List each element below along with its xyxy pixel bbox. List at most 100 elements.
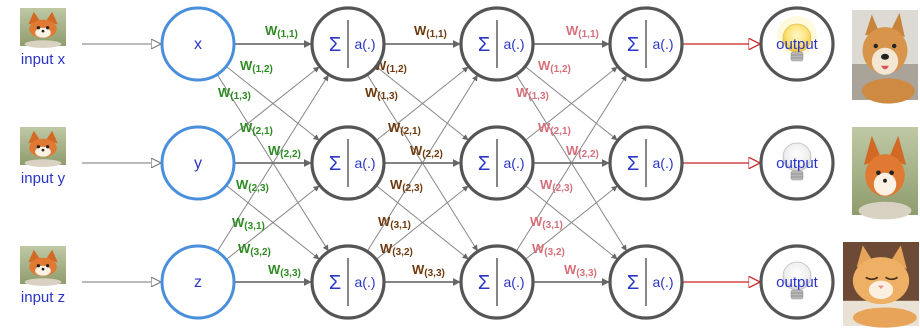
photo-icon [852, 127, 918, 220]
edge-input-to-hidden1 [225, 185, 320, 261]
fox-nose [883, 178, 887, 183]
input-label: input z [21, 289, 65, 306]
sum-icon: Σ [329, 272, 341, 294]
fox-eye [876, 170, 881, 176]
weight-label: W(3,1) [232, 215, 265, 232]
bulb-base [790, 289, 804, 300]
weight-label: W(3,3) [268, 262, 301, 279]
fox-body [24, 278, 62, 286]
output-label: output [776, 274, 819, 291]
fox-muzzle [873, 172, 897, 196]
fox-nose [41, 267, 45, 271]
weight-label: W(3,3) [564, 262, 597, 279]
sum-icon: Σ [627, 34, 639, 56]
photo-icon [852, 10, 918, 104]
activation-label: a(.) [355, 36, 376, 52]
input-node-circle [160, 6, 236, 82]
input-label: input y [21, 170, 66, 187]
weight-label: W(3,1) [378, 214, 411, 231]
light-bulb-icon [777, 16, 817, 62]
weight-label: W(3,3) [412, 262, 445, 279]
fox-eye [45, 145, 50, 149]
sum-icon: Σ [329, 34, 341, 56]
fox-eye [889, 170, 894, 176]
activation-label: a(.) [653, 36, 674, 52]
output-label: output [776, 155, 819, 172]
activation-label: a(.) [653, 155, 674, 171]
cat-eye-closed [885, 276, 899, 281]
sum-icon: Σ [478, 34, 490, 56]
input-label: input x [21, 51, 66, 68]
weight-label: W(2,1) [388, 120, 421, 137]
edge-hidden1-to-hidden2 [366, 74, 478, 252]
output-node: output [759, 125, 835, 201]
activation-label: a(.) [355, 155, 376, 171]
weight-label: W(2,3) [390, 177, 423, 194]
weight-label: W(2,3) [540, 177, 573, 194]
weight-label: W(2,1) [538, 120, 571, 137]
edge-hidden1-to-hidden2 [375, 185, 469, 260]
input-photo [20, 246, 66, 286]
weight-label: W(1,3) [218, 85, 251, 102]
sum-icon: Σ [627, 272, 639, 294]
input-node: x [160, 6, 236, 82]
fox-body [24, 40, 62, 48]
weight-label: W(1,1) [566, 23, 599, 40]
weight-label: W(1,2) [538, 58, 571, 75]
weight-label: W(2,1) [240, 120, 273, 137]
weight-label: W(1,2) [240, 58, 273, 75]
edge-hidden2-to-hidden3 [524, 66, 618, 141]
dog-nose [881, 53, 889, 60]
edge-hidden2-to-hidden3 [515, 74, 627, 252]
weight-label: W(3,2) [238, 241, 271, 258]
fox-muzzle [35, 146, 51, 157]
fox-eye [36, 26, 41, 30]
input-photo [20, 127, 66, 167]
weight-labels: W(1,1) W(1,2) W(1,3) W(2,1) W(2,2) W(2,3) W(3,… [218, 23, 599, 279]
connection-edges [82, 44, 759, 282]
cat-body [852, 307, 917, 328]
light-bulb-icon [782, 261, 812, 300]
input-node: z [160, 244, 236, 320]
weight-label: W(2,3) [236, 177, 269, 194]
weight-label: W(2,2) [410, 143, 443, 160]
cat-muzzle [868, 280, 894, 300]
output-label: output [776, 36, 819, 53]
input-node-label: y [194, 155, 202, 172]
input-node-label: z [194, 274, 202, 291]
sum-icon: Σ [627, 153, 639, 175]
edge-hidden1-to-hidden2 [375, 66, 469, 141]
fox-nose [41, 148, 45, 152]
input-photo [20, 8, 66, 48]
weight-label: W(1,1) [265, 23, 298, 40]
bulb-base [790, 51, 804, 62]
dog-eye [892, 43, 897, 49]
edge-input-to-hidden1 [225, 66, 320, 142]
edge-hidden2-to-hidden3 [524, 185, 618, 260]
fox-eye [36, 264, 41, 268]
photo-icon [843, 242, 919, 328]
weight-label: W(3,2) [532, 241, 565, 258]
weight-label: W(3,2) [380, 241, 413, 258]
activation-label: a(.) [504, 155, 525, 171]
fox-eye [36, 145, 41, 149]
fox-eye [45, 264, 50, 268]
sum-icon: Σ [478, 153, 490, 175]
input-node: y [160, 125, 236, 201]
dog-muzzle [871, 47, 899, 75]
bulb-base [790, 170, 804, 181]
activation-label: a(.) [653, 274, 674, 290]
fox-muzzle [35, 27, 51, 38]
output-node: output [759, 6, 835, 82]
cat-nose [877, 285, 885, 290]
